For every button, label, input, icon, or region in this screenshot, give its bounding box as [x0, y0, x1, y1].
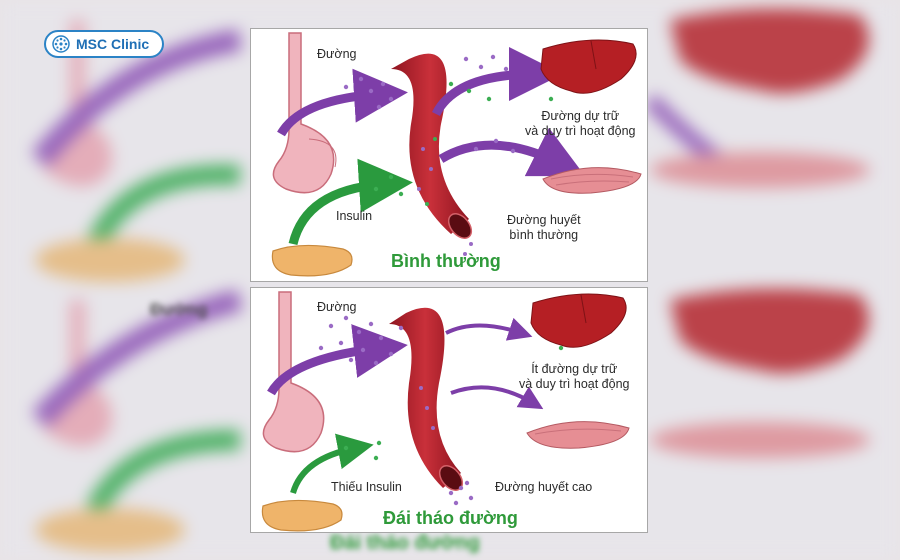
panel-title: Đái tháo đường	[383, 508, 518, 528]
backdrop-label: Đường	[150, 300, 208, 319]
blood-vessel-icon	[391, 53, 473, 239]
panel-normal: Đường Đường dự trữ và duy trì hoạt động …	[250, 28, 648, 282]
msc-clinic-logo: MSC Clinic	[44, 30, 164, 58]
stomach-icon	[272, 32, 337, 194]
label-sugar: Đường	[317, 300, 357, 314]
pancreas-icon	[271, 244, 353, 277]
muscle-icon	[542, 167, 642, 194]
muscle-icon	[526, 421, 630, 449]
normal-diagram	[271, 32, 642, 277]
label-insulin: Insulin	[336, 209, 373, 223]
label-insulin: Thiếu Insulin	[331, 480, 402, 494]
stomach-icon	[262, 291, 325, 453]
panel-diabetes: Đường Ít đường dự trữ và duy trì hoạt độ…	[250, 287, 648, 533]
insulin-arrow-icon	[290, 433, 374, 494]
sugar-arrow-icon	[431, 47, 563, 117]
label-storage: Ít đường dự trữ và duy trì hoạt động	[519, 362, 630, 391]
sugar-arrow-icon	[450, 385, 544, 410]
backdrop-label: Đái tháo đường	[330, 532, 480, 554]
sugar-arrow-icon	[445, 317, 533, 341]
liver-icon	[530, 293, 627, 348]
blood-vessel-icon	[389, 307, 464, 491]
label-sugar: Đường	[317, 47, 357, 61]
brand-name: MSC Clinic	[76, 36, 150, 52]
label-blood-sugar: Đường huyết bình thường	[507, 213, 581, 242]
sugar-arrow-icon	[277, 68, 408, 137]
pancreas-icon	[261, 499, 343, 532]
panel-title: Bình thường	[391, 251, 501, 271]
liver-icon	[540, 39, 637, 94]
label-storage: Đường dự trữ và duy trì hoạt động	[525, 109, 636, 138]
diabetes-diagram	[261, 291, 630, 532]
sugar-arrow-icon	[438, 127, 586, 177]
insulin-arrow-icon	[288, 158, 413, 246]
label-blood-sugar: Đường huyết cao	[495, 480, 593, 494]
msc-logo-icon	[52, 35, 70, 53]
